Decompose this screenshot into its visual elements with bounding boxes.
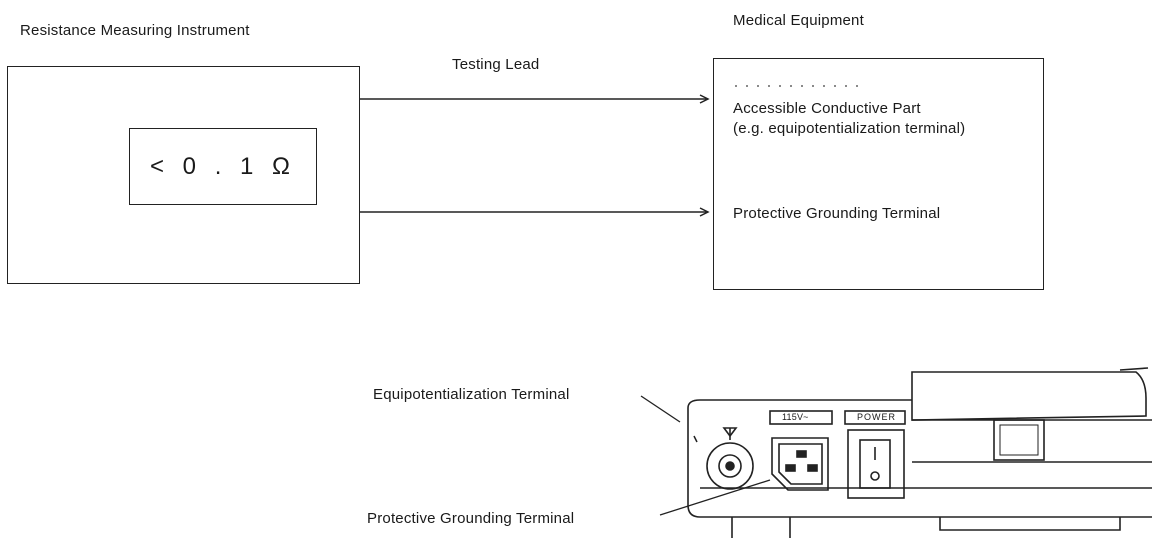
equipotential-terminal-label: Equipotentialization Terminal [373,386,570,403]
power-switch [844,410,906,499]
equipment-title: Medical Equipment [733,12,864,29]
power-inlet [769,410,833,491]
voltage-badge: 115V~ [782,412,809,422]
device-grounding-terminal-label: Protective Grounding Terminal [367,510,575,527]
instrument-box [7,66,360,284]
device-drawing [687,367,1152,538]
accessible-part-example: (e.g. equipotentialization terminal) [733,120,966,137]
equipment-box [713,58,1044,290]
leader-lines [640,395,771,516]
equipotential-terminal [706,427,754,490]
power-badge: POWER [857,412,897,422]
accessible-part-label: Accessible Conductive Part [733,100,921,117]
instrument-title: Resistance Measuring Instrument [20,22,250,39]
testing-lead-wires [360,94,710,217]
panel-mark [693,435,698,443]
resistance-display: < 0 . 1 Ω [129,128,317,205]
testing-lead-label: Testing Lead [452,56,540,73]
grounding-terminal-label: Protective Grounding Terminal [733,205,941,222]
